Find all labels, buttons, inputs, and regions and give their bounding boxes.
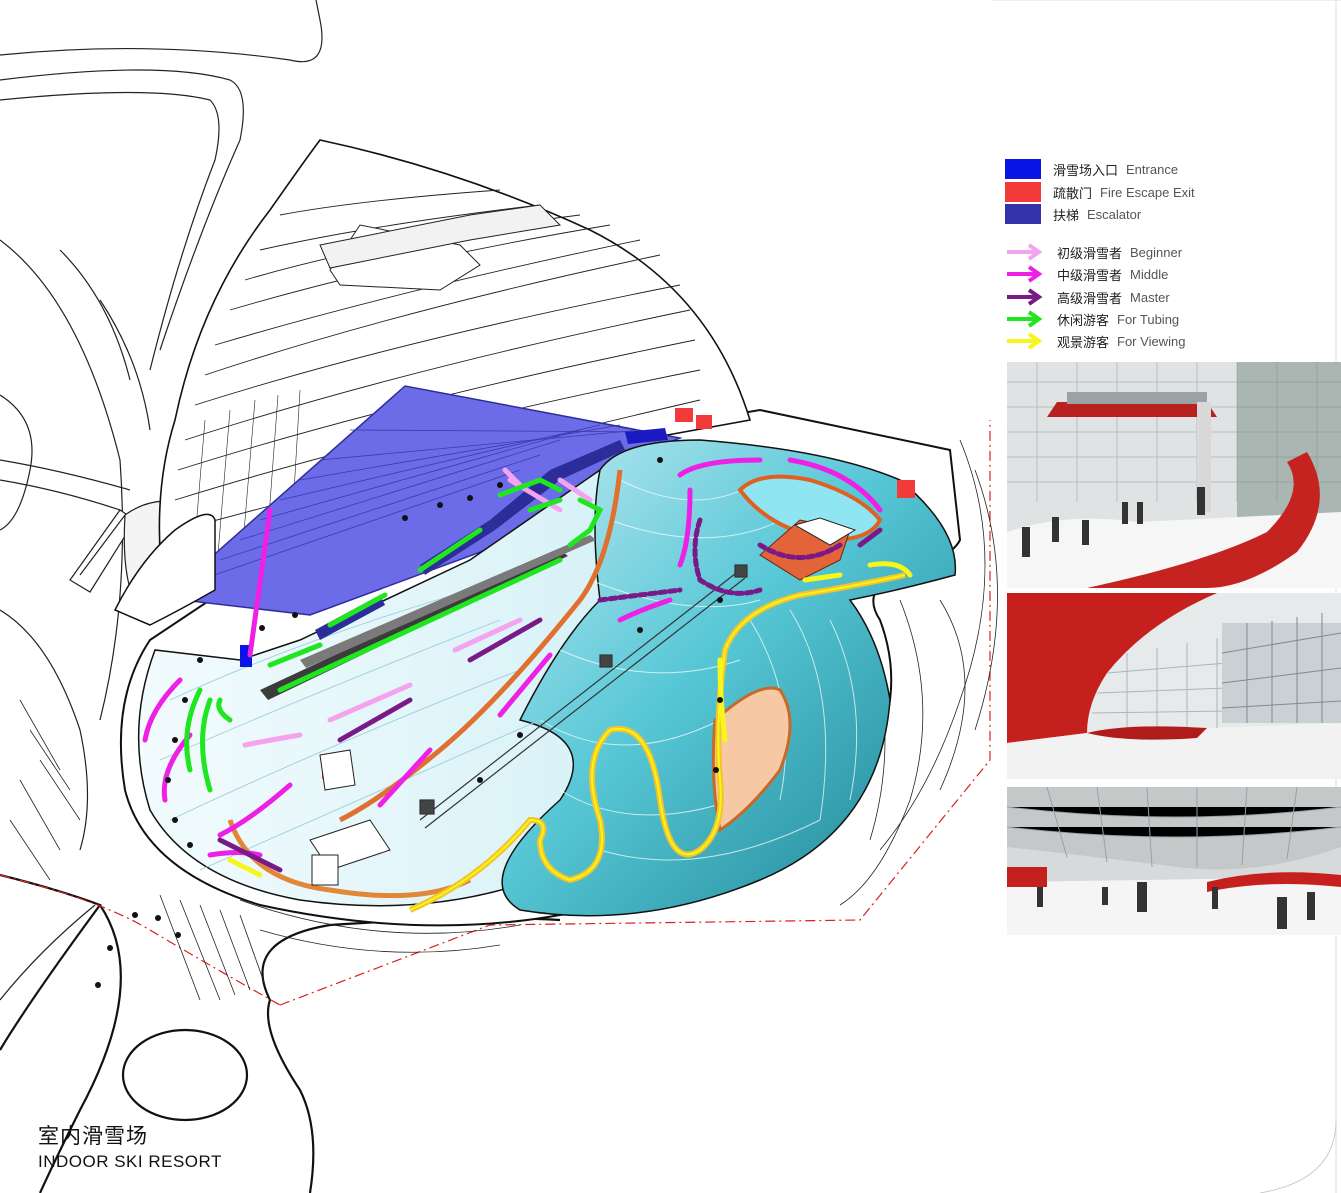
legend-item-middle: 中级滑雪者 Middle — [1005, 263, 1168, 285]
ski-lift — [419, 564, 748, 829]
rendering-image — [1007, 593, 1341, 779]
sheet-corner — [1259, 1119, 1337, 1193]
legend-label-zh: 疏散门 — [1053, 186, 1093, 202]
legend-label-en: Master — [1130, 289, 1170, 305]
route-arrows-viewing — [227, 561, 913, 878]
viewing-platform — [793, 517, 857, 546]
main-ski-slope — [501, 439, 957, 917]
legend-label-en: Beginner — [1130, 244, 1183, 260]
legend-item-fire-exit: 疏散门 Fire Escape Exit — [1005, 181, 1195, 203]
legend-label-en: Fire Escape Exit — [1100, 184, 1195, 200]
legend-label-zh: 观景游客 — [1057, 335, 1110, 351]
route-arrows-tubing — [184, 477, 604, 793]
tube-track-orange — [338, 469, 623, 823]
legend-label-en: Middle — [1130, 266, 1169, 282]
beginner-arrow-icon — [1007, 243, 1043, 261]
rendering-image — [1007, 362, 1341, 588]
legend-label-zh: 初级滑雪者 — [1057, 246, 1123, 262]
legend-item-beginner: 初级滑雪者 Beginner — [1005, 241, 1182, 263]
lift-station — [309, 819, 391, 886]
viewing-arrow-icon — [1007, 332, 1043, 350]
escalator-hall-lines — [199, 424, 661, 581]
legend-label-zh: 休闲游客 — [1057, 313, 1110, 329]
red-boundary — [0, 420, 991, 1006]
legend-label-en: For Viewing — [1117, 333, 1186, 349]
rendering-image — [1007, 787, 1341, 935]
rendering-photo-lift-station — [1007, 362, 1341, 588]
exit-building — [319, 749, 356, 791]
rendering-photo-red-canopy — [1007, 593, 1341, 779]
rendering-photo-ski-hall — [1007, 787, 1341, 935]
route-arrows-middle — [142, 457, 883, 858]
middle-arrow-icon — [1007, 265, 1043, 283]
page-title-en: INDOOR SKI RESORT — [38, 1152, 222, 1171]
legend-label-zh: 滑雪场入口 — [1053, 163, 1119, 179]
entry-tunnel — [113, 513, 216, 626]
tubing-arrow-icon — [1007, 310, 1043, 328]
legend-label-en: Entrance — [1126, 161, 1179, 177]
upper-pool — [737, 474, 883, 543]
route-arrows-master — [217, 517, 883, 873]
halfpipe — [711, 686, 792, 833]
legend-item-tubing: 休闲游客 For Tubing — [1005, 308, 1179, 330]
legend-label-zh: 高级滑雪者 — [1057, 291, 1123, 307]
legend-label-zh: 扶梯 — [1053, 208, 1080, 224]
entrance-swatch — [1005, 159, 1041, 179]
escalator-swatch — [1005, 204, 1041, 224]
page-title-zh: 室内滑雪场 — [38, 1124, 148, 1148]
route-arrows-beginner — [242, 467, 593, 748]
viewing-track-inner — [409, 574, 906, 911]
legend-item-viewing: 观景游客 For Viewing — [1005, 330, 1185, 352]
site-roads — [0, 0, 323, 1001]
legend-label-en: For Tubing — [1117, 311, 1180, 327]
fire-exit-swatch — [1005, 182, 1041, 202]
master-arrow-icon — [1007, 288, 1043, 306]
legend-item-escalator: 扶梯 Escalator — [1005, 203, 1141, 225]
legend-item-master: 高级滑雪者 Master — [1005, 286, 1170, 308]
people-figures — [95, 457, 723, 988]
legend-label-en: Escalator — [1087, 206, 1142, 222]
legend-item-entrance: 滑雪场入口 Entrance — [1005, 158, 1178, 180]
legend-label-zh: 中级滑雪者 — [1057, 268, 1123, 284]
